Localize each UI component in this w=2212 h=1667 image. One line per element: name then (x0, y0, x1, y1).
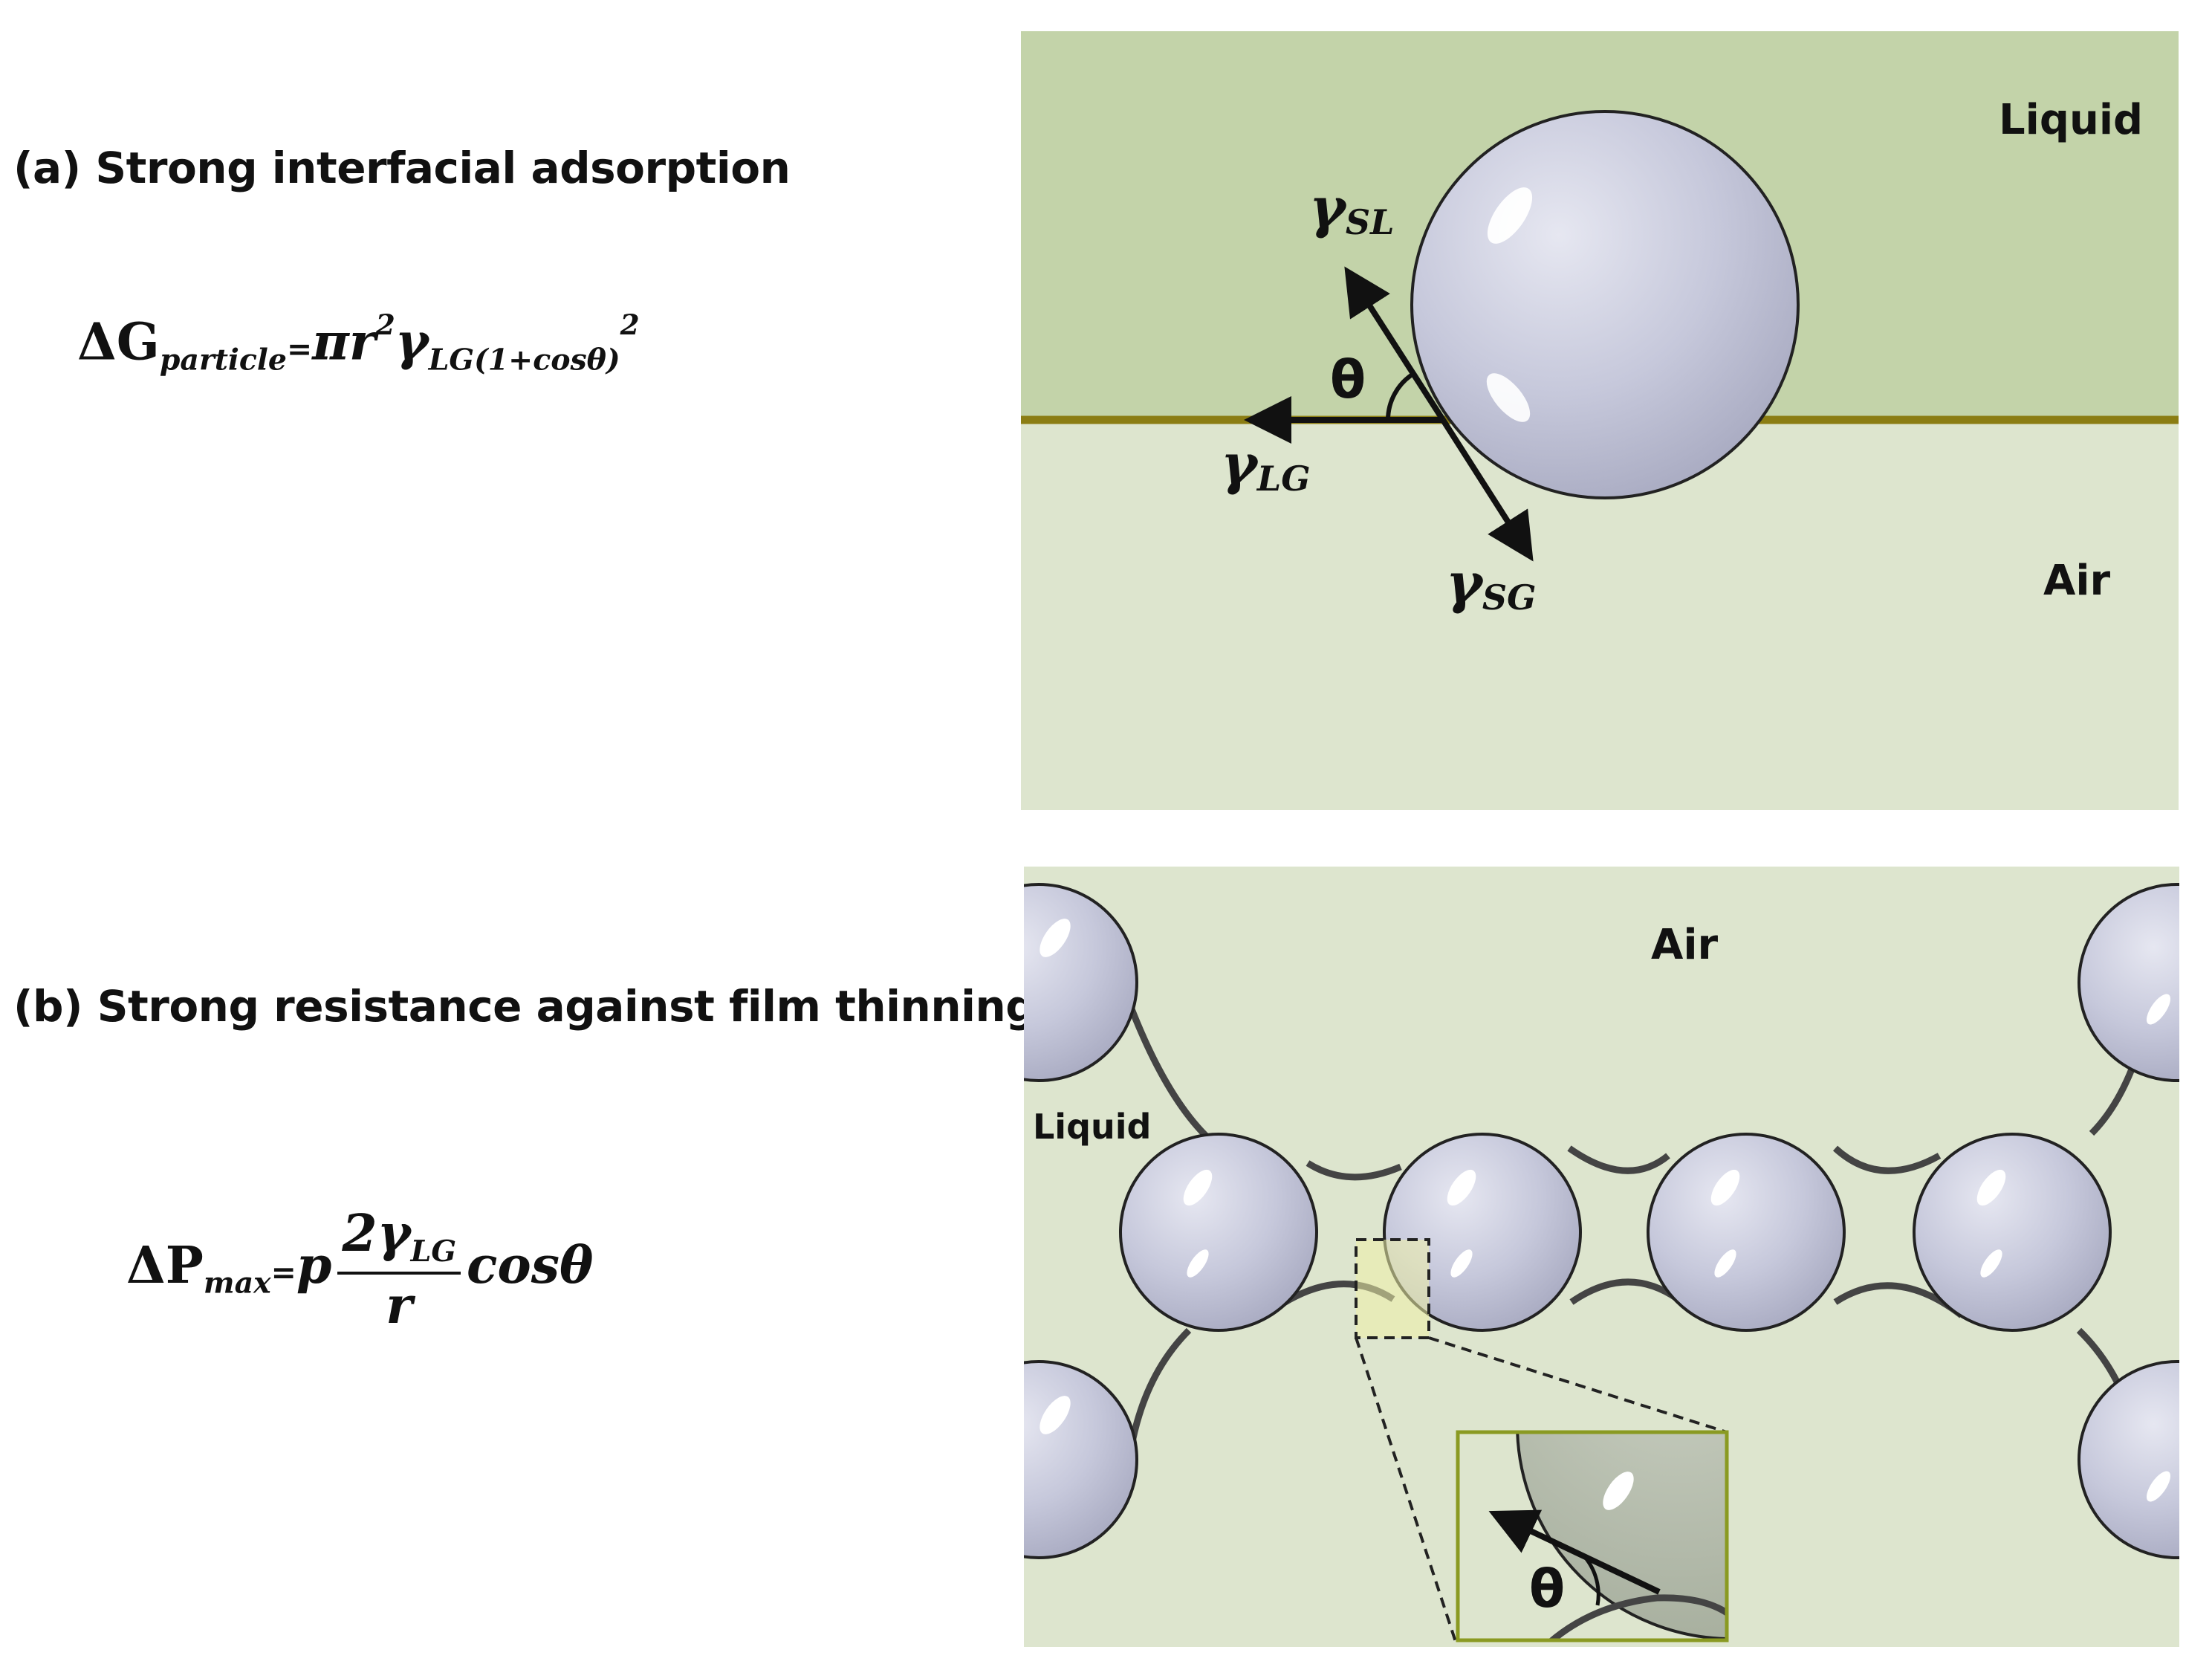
eq-b-denominator: r (386, 1275, 413, 1336)
eq-a-r-exp: 2 (375, 308, 395, 341)
eq-b-sub: max (203, 1266, 271, 1301)
gamma-sg-arrow (1440, 418, 1534, 562)
gamma-sl-label: γSL (1309, 176, 1394, 242)
air-label-b: Air (1651, 921, 1719, 969)
panel-a-diagram: θ γSL γLG γSG Liquid Air (1021, 31, 2179, 810)
eq-a-delta-g: ΔG (77, 312, 160, 372)
inset-film-meniscus (1547, 1594, 1727, 1640)
particle-highlight (1487, 187, 1533, 244)
liquid-label-b: Liquid (1033, 1107, 1151, 1147)
theta-label: θ (1330, 349, 1366, 410)
particle (2078, 883, 2179, 1082)
air-label: Air (2043, 557, 2111, 605)
eq-b-equals: = (270, 1254, 296, 1290)
eq-b-cos: cosθ (467, 1235, 594, 1295)
inset-tangent-arrow (1488, 1509, 1661, 1595)
eq-b-p: p (296, 1235, 332, 1295)
gamma-lg-label: γLG (1221, 433, 1311, 499)
particle-highlight-lower (1486, 373, 1531, 422)
panel-b-heading: (b) Strong resistance against film thinn… (13, 981, 1037, 1032)
particle (1647, 1133, 1846, 1332)
gamma-sl-arrow (1344, 266, 1446, 422)
inset-particle-highlight (1603, 1472, 1634, 1510)
particle-highlights (1039, 919, 2171, 1502)
eq-b-delta-p: ΔP (126, 1235, 204, 1295)
eq-b-numerator: 2γ (342, 1204, 411, 1263)
inset-particle (1516, 1432, 1727, 1640)
particle (1119, 1133, 1318, 1332)
particle (1024, 883, 1138, 1082)
particle (1410, 110, 1800, 499)
particle (1913, 1133, 2112, 1332)
eq-a-paren: (1+cosθ) (474, 343, 620, 378)
panel-a-heading: (a) Strong interfacial adsorption (13, 143, 791, 193)
eq-a-equals: = (286, 331, 313, 367)
eq-b-num-sub: LG (410, 1234, 457, 1269)
zoom-inset: θ (1456, 1430, 1729, 1642)
particles (1024, 883, 2179, 1559)
contact-angle-arc (1386, 372, 1415, 421)
panel-a-equation: ΔGparticle=πr2γLG(1+cosθ)2 (77, 308, 640, 377)
particle (1024, 1360, 1138, 1559)
particle (2078, 1360, 2179, 1559)
zoom-guide-line (1355, 1337, 1458, 1645)
eq-a-paren-exp: 2 (620, 308, 640, 341)
inset-border (1456, 1430, 1729, 1642)
eq-a-sub: particle (159, 343, 287, 378)
inset-angle-arc (1583, 1556, 1600, 1606)
gamma-sg-label: γSG (1446, 551, 1536, 618)
eq-a-gamma: γ (395, 312, 429, 372)
eq-a-pi-r: πr (312, 312, 376, 372)
zoom-guide-line (1428, 1336, 1728, 1434)
eq-b-fraction: 2γLG r (337, 1204, 461, 1336)
particle (1383, 1133, 1582, 1332)
liquid-label: Liquid (1999, 96, 2143, 144)
zoom-selection-box (1355, 1238, 1430, 1339)
eq-a-gamma-sub: LG (428, 343, 475, 378)
inset-theta-label: θ (1529, 1558, 1565, 1619)
panel-b-diagram: θ Air Liquid (1024, 867, 2179, 1647)
